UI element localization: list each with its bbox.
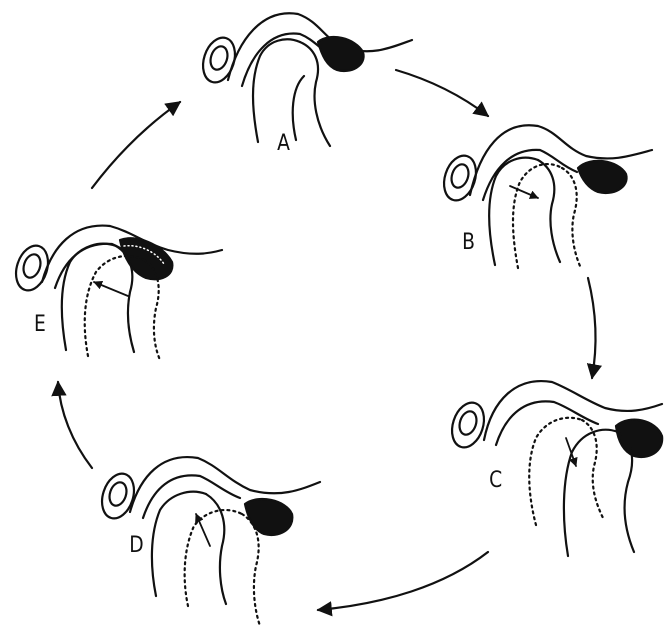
stage-d-condyle-back-solid <box>152 492 206 596</box>
stage-c-condyle-back-dotted <box>529 418 582 525</box>
stage-d-fossa-inner <box>143 475 240 518</box>
cycle-arrow-e-to-a <box>92 102 180 188</box>
stage-b-label: B <box>462 232 475 254</box>
stage-a-condyle-neck <box>293 76 304 140</box>
stage-b-disc <box>578 161 627 193</box>
stage-d-disc <box>245 499 292 535</box>
stage-b-condyle-back-dotted <box>513 164 562 268</box>
stage-e-joint <box>11 226 222 360</box>
stage-d-condyle-back-dotted <box>185 510 242 606</box>
stage-d-motion-arrow <box>196 514 210 546</box>
cycle-arrow-c-to-d <box>318 552 488 610</box>
stage-b-condyle-front-dotted <box>562 168 580 266</box>
stage-a-ear-canal-inner <box>208 44 231 72</box>
stage-c-motion-arrow <box>566 438 576 466</box>
stage-e-motion-arrow <box>94 282 128 296</box>
stage-e-label: E <box>34 314 46 336</box>
stage-c-disc <box>616 420 662 457</box>
stage-d-label: D <box>129 535 143 557</box>
stage-a-disc <box>318 37 364 71</box>
stage-b-condyle-front-solid <box>538 160 560 262</box>
stage-d-ear-canal-inner <box>107 480 130 508</box>
cycle-arrow-b-to-c <box>588 278 595 378</box>
cycle-arrow-a-to-b <box>396 70 488 116</box>
stage-d-fossa-outline <box>130 457 320 512</box>
stage-a-joint <box>198 13 412 146</box>
stage-a-label: A <box>277 133 290 155</box>
stage-d-ear-canal-outer <box>97 469 140 522</box>
stage-e-ear-canal-inner <box>21 252 44 280</box>
stage-c-joint <box>447 381 663 556</box>
stage-b-ear-canal-inner <box>449 162 472 190</box>
cycle-arrow-d-to-e <box>58 382 92 468</box>
stage-c-label: C <box>489 470 502 492</box>
stage-c-condyle-back-solid <box>564 430 618 556</box>
stage-c-ear-canal-outer <box>447 398 490 451</box>
stage-b-motion-arrow <box>510 186 538 198</box>
stage-c-ear-canal-inner <box>457 409 480 437</box>
